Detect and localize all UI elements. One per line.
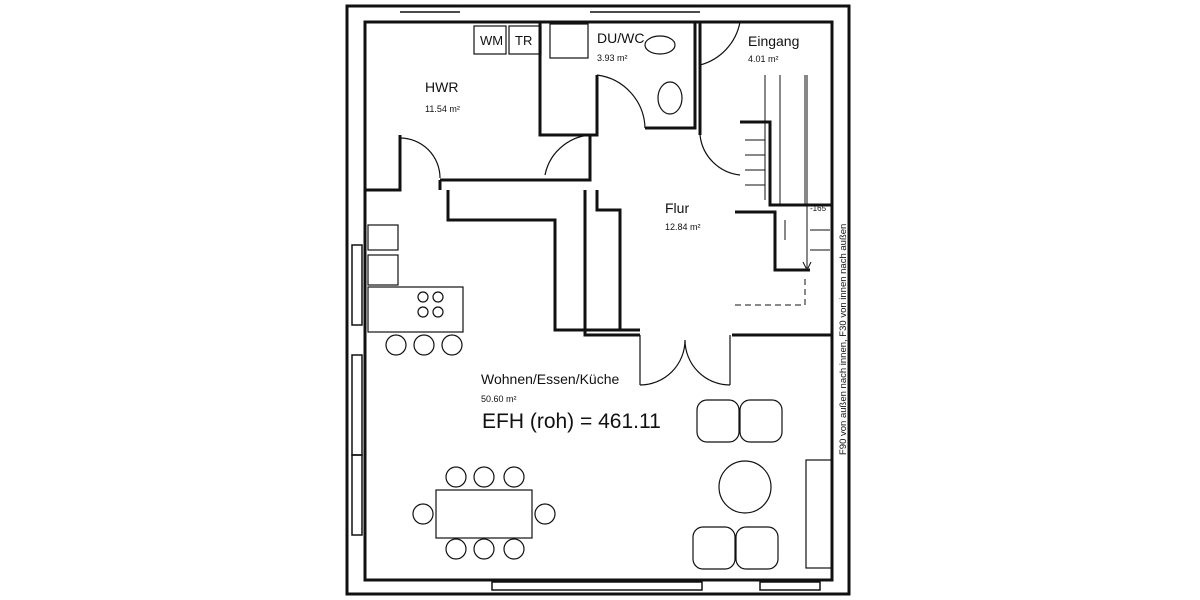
sideboard xyxy=(805,459,833,569)
armchair xyxy=(692,526,736,570)
dryer-label: TR xyxy=(515,33,532,48)
shower xyxy=(549,23,589,59)
room-area-hwr: 11.54 m² xyxy=(425,104,460,114)
room-name-wohnen: Wohnen/Essen/Küche xyxy=(481,371,619,387)
room-name-hwr: HWR xyxy=(425,79,458,95)
sink xyxy=(367,224,399,251)
fire-rating-note: F90 von außen nach innen, F30 von innen … xyxy=(838,224,849,455)
room-name-flur: Flur xyxy=(665,200,689,216)
doors xyxy=(399,21,741,386)
floor-level-label: EFH (roh) = 461.11 xyxy=(482,410,661,433)
dining-table xyxy=(435,489,533,539)
windows xyxy=(351,5,821,591)
washbasin xyxy=(657,81,683,115)
washer xyxy=(473,25,507,55)
room-area-duwc: 3.93 m² xyxy=(597,53,628,63)
kitchen-island xyxy=(367,286,464,333)
armchair xyxy=(696,399,740,443)
coffee-table xyxy=(718,460,772,514)
staircase xyxy=(735,75,830,306)
fixtures xyxy=(367,23,833,570)
room-area-wohnen: 50.60 m² xyxy=(481,394,517,404)
toilet xyxy=(644,35,676,55)
room-area-flur: 12.84 m² xyxy=(665,222,701,232)
room-name-duwc: DU/WC xyxy=(597,30,644,46)
interior-walls xyxy=(365,22,832,337)
dryer xyxy=(508,25,542,55)
room-name-eingang: Eingang xyxy=(748,33,799,49)
stair-level-label: -165 xyxy=(810,204,827,213)
washer-label: WM xyxy=(480,33,503,48)
room-area-eingang: 4.01 m² xyxy=(748,54,779,64)
